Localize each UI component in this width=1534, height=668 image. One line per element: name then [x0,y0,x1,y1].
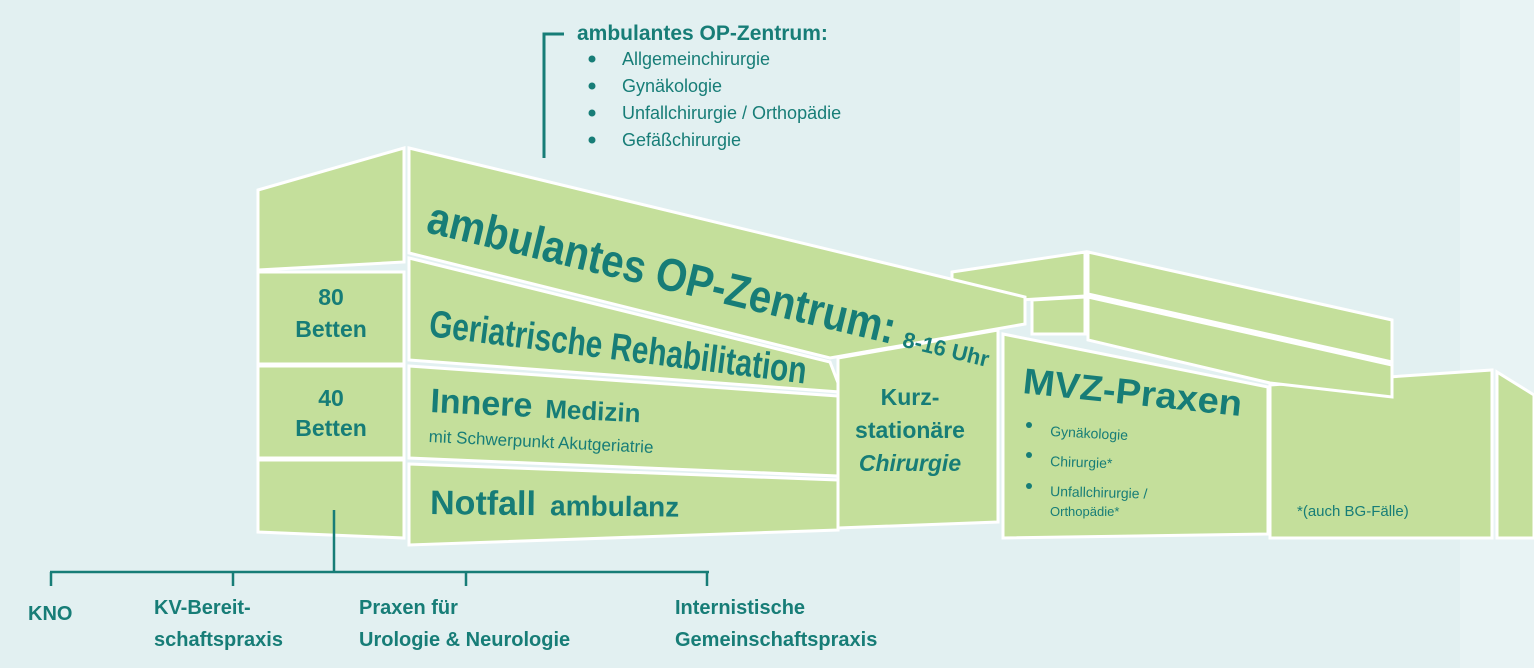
back-block-mid-right [1086,295,1394,399]
left-block-40 [256,364,406,460]
bullet-icon [588,109,596,117]
back-block-mid-left [1030,295,1087,336]
callout-item: Unfallchirurgie / Orthopädie [622,103,841,123]
mvz-item: Chirurgie* [1050,453,1113,471]
tree-label-kv-line2: schaftspraxis [154,629,283,651]
tree-label-internist-line1: Internistische [675,597,805,619]
beds-80-label: Betten [295,316,367,342]
mvz-item-continued: Orthopädie* [1050,504,1119,519]
callout-heading: ambulantes OP-Zentrum: [577,22,828,45]
emergency-title-rest: ambulanz [550,490,679,522]
bullet-icon [1026,483,1032,489]
short-stay-line3: Chirurgie [859,450,961,476]
footnote: *(auch BG-Fälle) [1297,503,1409,520]
callout-item: Gynäkologie [622,76,722,96]
short-stay-line2: stationäre [855,417,965,443]
mvz-block [1001,332,1270,540]
callout-item: Allgemeinchirurgie [622,49,770,69]
left-block-roof [256,146,406,272]
left-block-bottom [256,458,406,540]
right-edge-block [1495,369,1534,540]
short-stay-line1: Kurz- [881,384,940,410]
mvz-item: Unfallchirurgie / [1050,483,1148,502]
background-band [1460,0,1534,668]
emergency-label: Notfall ambulanz [430,484,679,523]
tree-label-praxen-line1: Praxen für [359,597,458,619]
emergency-title-bold: Notfall [430,484,536,523]
bullet-icon [1026,452,1032,458]
internal-title-rest: Medizin [545,394,642,429]
band-emergency [407,462,840,547]
bullet-icon [588,82,596,90]
bullet-icon [588,136,596,144]
beds-40-label: Betten [295,415,367,441]
short-stay-label: Kurz- stationäre Chirurgie [855,384,965,476]
tree-label-kv-line1: KV-Bereit- [154,597,251,619]
callout-bracket [542,32,564,158]
top-callout: ambulantes OP-Zentrum: Allgemeinchirurgi… [542,22,841,158]
right-wing-block [1268,368,1494,540]
bullet-icon [1026,422,1032,428]
internal-title-bold: Innere [430,382,534,425]
left-block-80 [256,270,406,366]
mvz-list: Gynäkologie Chirurgie* Unfallchirurgie /… [1026,422,1148,519]
tree-label-internist-line2: Gemeinschaftspraxis [675,629,877,651]
callout-item: Gefäßchirurgie [622,130,741,150]
callout-list: Allgemeinchirurgie Gynäkologie Unfallchi… [588,49,841,150]
bottom-tree: KNO KV-Bereit- schaftspraxis Praxen für … [28,510,877,651]
tree-label-praxen-line2: Urologie & Neurologie [359,629,570,651]
back-block-top-right [1086,250,1394,364]
short-stay-block [836,328,1000,530]
mvz-item: Gynäkologie [1050,423,1129,443]
bullet-icon [588,55,596,63]
tree-label-kno: KNO [28,603,72,625]
beds-40-number: 40 [318,385,344,411]
beds-80-number: 80 [318,284,344,310]
